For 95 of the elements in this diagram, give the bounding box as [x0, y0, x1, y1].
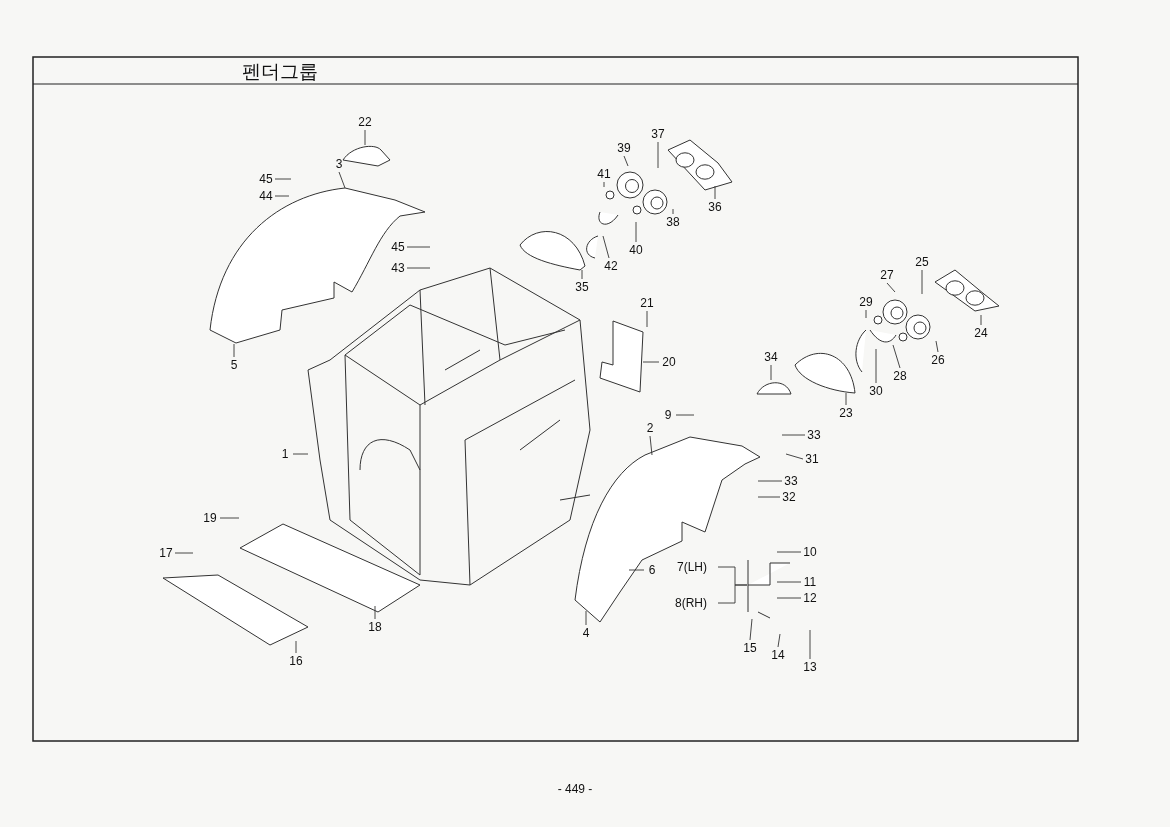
leader-line — [921, 269, 923, 295]
leader-line — [406, 246, 431, 248]
leader-line — [174, 552, 194, 554]
callout-number: 32 — [782, 490, 796, 504]
leader-line — [274, 195, 290, 197]
leader-line — [295, 640, 297, 654]
callout-number: 44 — [259, 189, 273, 203]
callout-number: 33 — [807, 428, 821, 442]
leader-line — [274, 178, 292, 180]
leader-line — [233, 343, 235, 358]
leader-line — [757, 496, 781, 498]
callout-number: 16 — [289, 654, 303, 668]
callout-number: 3 — [335, 157, 343, 171]
callout-number: 8(RH) — [675, 596, 707, 610]
callout-number: 37 — [651, 127, 665, 141]
callout-number: 40 — [629, 243, 643, 257]
callout-number: 35 — [575, 280, 589, 294]
callout-number: 12 — [803, 591, 817, 605]
leader-line — [714, 185, 716, 200]
callout-number: 14 — [771, 648, 785, 662]
leader-line — [886, 282, 896, 293]
leader-line — [292, 453, 309, 455]
callout-number: 43 — [391, 261, 405, 275]
callout-number: 7(LH) — [677, 560, 707, 574]
callout-number: 17 — [159, 546, 173, 560]
leader-line — [603, 181, 605, 188]
callout-number: 28 — [893, 369, 907, 383]
callout-number: 15 — [743, 641, 757, 655]
callout-number: 42 — [604, 259, 618, 273]
leader-line — [672, 208, 674, 215]
leader-line — [776, 581, 802, 583]
leader-line — [338, 171, 346, 189]
callout-number: 29 — [859, 295, 873, 309]
callout-number: 27 — [880, 268, 894, 282]
callout-number: 2 — [646, 421, 654, 435]
callout-number: 9 — [664, 408, 672, 422]
callout-number: 30 — [869, 384, 883, 398]
callout-number: 19 — [203, 511, 217, 525]
callout-number: 22 — [358, 115, 372, 129]
leader-line — [219, 517, 240, 519]
leader-line — [602, 235, 610, 259]
leader-line — [642, 361, 660, 363]
page-number: - 449 - — [557, 782, 593, 796]
leader-line — [892, 344, 901, 369]
leader-line — [635, 221, 637, 243]
callout-number: 31 — [805, 452, 819, 466]
leader-line — [776, 597, 802, 599]
callout-number: 23 — [839, 406, 853, 420]
callout-number: 41 — [597, 167, 611, 181]
callout-number: 24 — [974, 326, 988, 340]
leader-line — [649, 435, 653, 456]
callout-number: 45 — [391, 240, 405, 254]
leader-line — [749, 618, 753, 641]
leader-line — [646, 310, 648, 328]
callout-number: 18 — [368, 620, 382, 634]
leader-line — [623, 155, 629, 167]
callout-number: 36 — [708, 200, 722, 214]
leader-line — [935, 340, 939, 353]
leader-line — [717, 584, 748, 604]
leader-line — [865, 309, 867, 319]
leader-line — [809, 629, 811, 660]
callout-number: 21 — [640, 296, 654, 310]
leader-line — [657, 141, 659, 169]
leader-line — [777, 633, 781, 648]
callout-number: 34 — [764, 350, 778, 364]
leader-line — [406, 267, 431, 269]
callout-number: 20 — [662, 355, 676, 369]
leader-line — [628, 569, 645, 571]
leader-line — [785, 453, 804, 460]
title: 펜더그룹 — [242, 60, 318, 82]
leader-line — [980, 314, 982, 326]
callout-number: 13 — [803, 660, 817, 674]
leader-line — [364, 129, 366, 146]
leader-line — [757, 480, 783, 482]
callout-number: 38 — [666, 215, 680, 229]
callout-number: 45 — [259, 172, 273, 186]
leader-line — [770, 364, 772, 381]
callout-number: 10 — [803, 545, 817, 559]
callout-number: 25 — [915, 255, 929, 269]
callout-number: 33 — [784, 474, 798, 488]
callout-number: 5 — [230, 358, 238, 372]
callout-number: 6 — [648, 563, 656, 577]
callout-number: 26 — [931, 353, 945, 367]
leader-line — [776, 551, 802, 553]
callout-number: 11 — [803, 575, 817, 589]
callout-number: 4 — [582, 626, 590, 640]
leader-line — [845, 392, 847, 406]
leader-line — [875, 348, 877, 384]
leader-line — [374, 605, 376, 620]
leader-line — [581, 269, 583, 280]
leader-line — [585, 610, 587, 626]
callout-number: 1 — [281, 447, 289, 461]
leader-line — [675, 414, 695, 416]
leader-line — [781, 434, 806, 436]
callout-number: 39 — [617, 141, 631, 155]
